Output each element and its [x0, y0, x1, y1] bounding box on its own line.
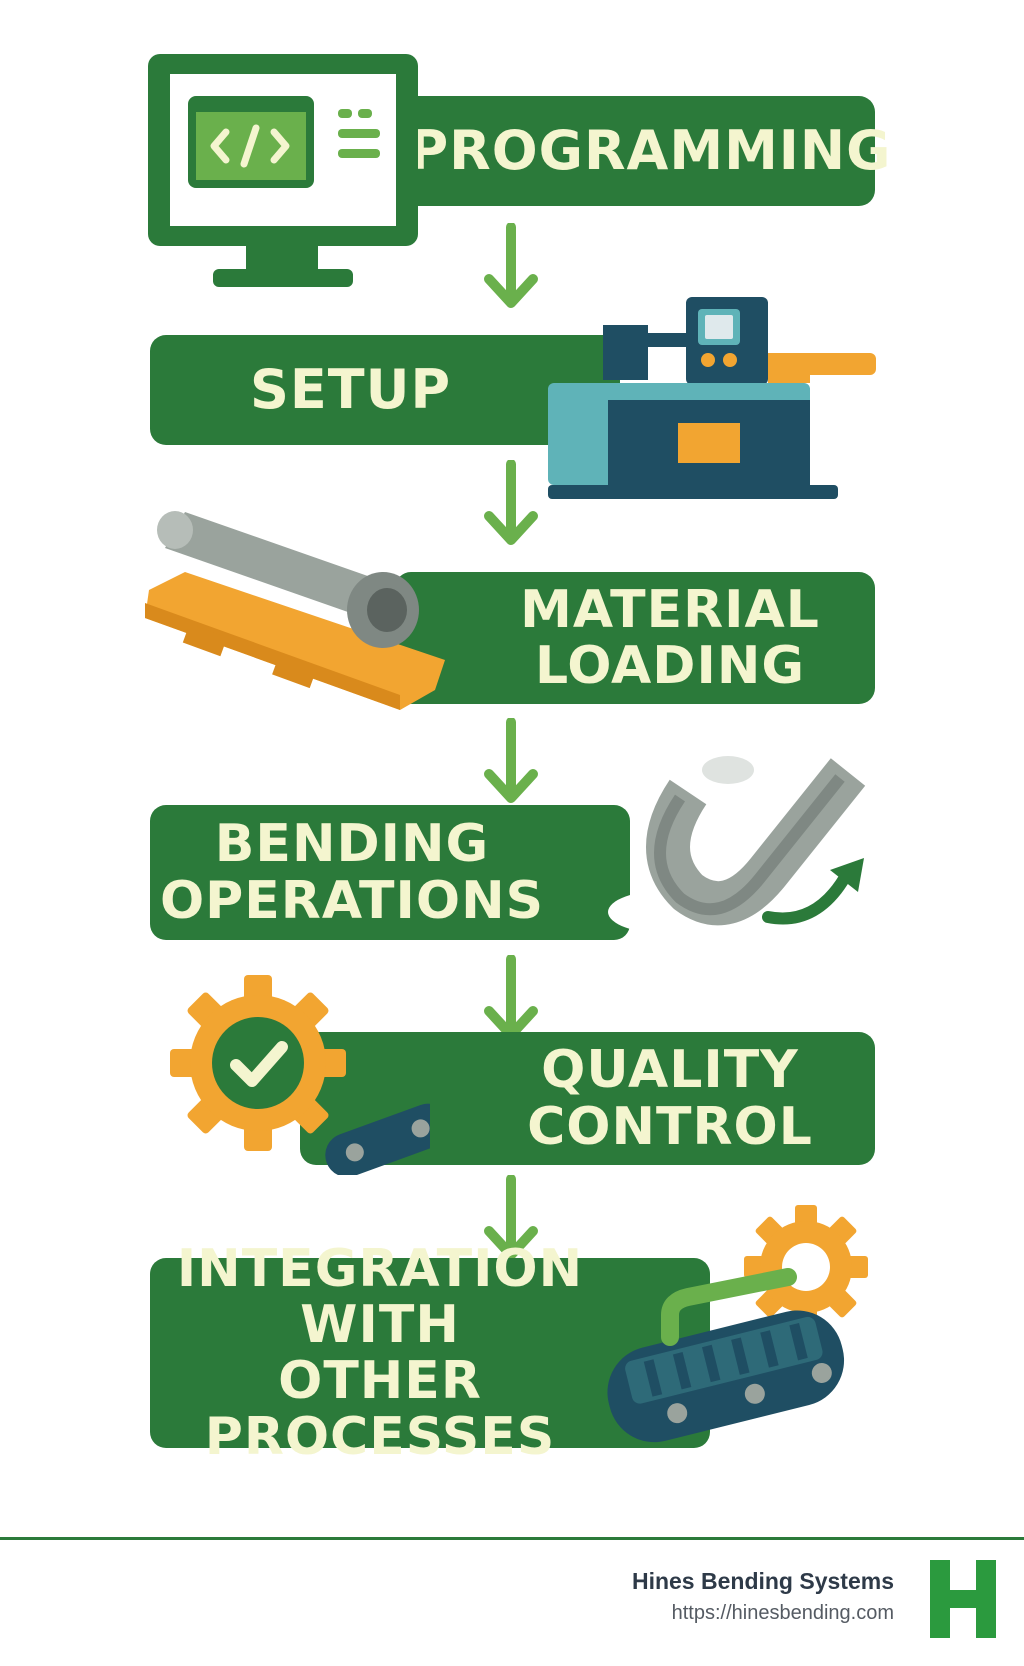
footer-divider: [0, 1537, 1024, 1540]
step-label: BENDING OPERATIONS: [160, 805, 543, 940]
pipe-on-pallet-icon: [145, 510, 445, 710]
conveyor-gear-icon: [598, 1205, 888, 1445]
brand-name: Hines Bending Systems: [631, 1568, 894, 1594]
bent-tube-icon: [608, 752, 878, 952]
step-label: PROGRAMMING: [409, 96, 891, 206]
down-arrow-icon: [484, 223, 538, 308]
gear-check-icon: [170, 975, 430, 1175]
brand-logo: [930, 1560, 996, 1638]
step-banner: [395, 96, 875, 206]
step-banner: [150, 805, 630, 940]
step-label-line: INTEGRATION: [176, 1238, 584, 1299]
down-arrow-icon: [484, 1175, 538, 1260]
step-label-line: OPERATIONS: [159, 870, 545, 931]
step-label-line: PROGRAMMING: [408, 118, 892, 182]
step-banner: [395, 572, 875, 704]
step-label: INTEGRATION WITH OTHER PROCESSES: [177, 1241, 582, 1466]
bending-machine-icon: [548, 295, 878, 505]
computer-code-icon: [148, 54, 418, 294]
step-label-line: BENDING: [214, 814, 490, 875]
brand-url[interactable]: https://hinesbending.com: [671, 1602, 894, 1624]
step-label: SETUP: [250, 335, 550, 445]
step-label: QUALITY CONTROL: [527, 1032, 813, 1165]
step-label-line: SETUP: [250, 357, 452, 421]
down-arrow-icon: [484, 460, 538, 545]
step-label-line: CONTROL: [527, 1096, 813, 1157]
step-label: MATERIAL LOADING: [520, 572, 820, 704]
step-banner: [150, 335, 620, 445]
step-label-line: QUALITY: [541, 1040, 799, 1101]
step-label-line: LOADING: [534, 636, 806, 696]
down-arrow-icon: [484, 718, 538, 803]
step-label-line: WITH OTHER: [278, 1294, 482, 1411]
step-label-line: PROCESSES: [204, 1407, 556, 1468]
step-label-line: MATERIAL: [520, 579, 820, 640]
